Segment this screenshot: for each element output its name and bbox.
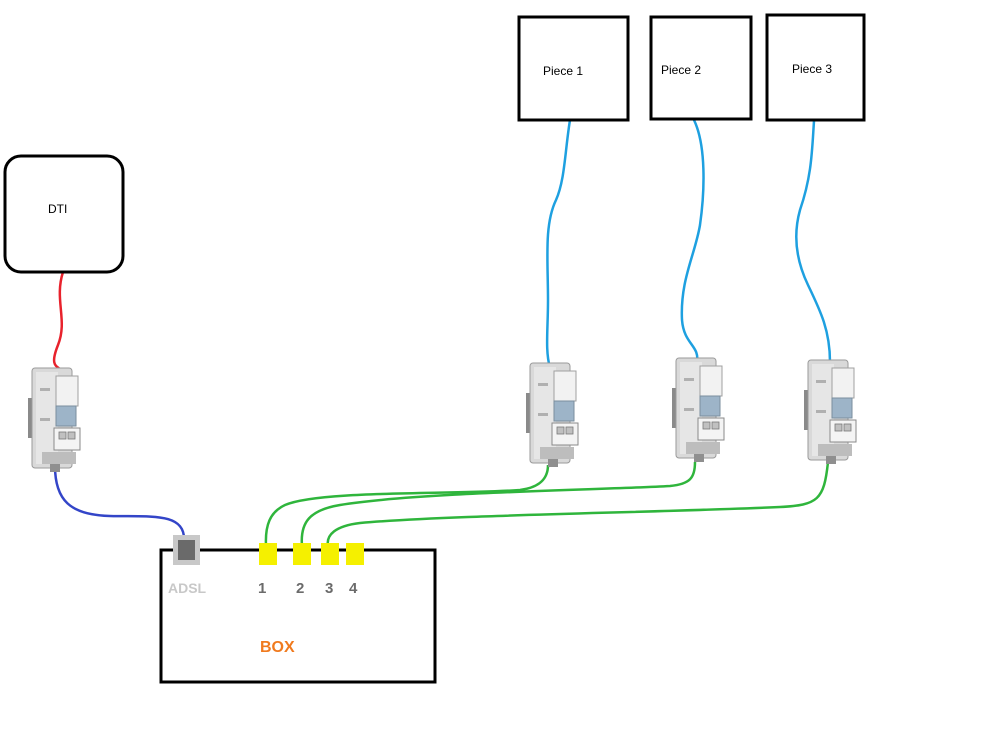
lan-port-1	[259, 543, 277, 565]
port-number-3: 3	[325, 580, 334, 597]
box-label: BOX	[260, 639, 295, 656]
rj45-outlet-icon	[27, 367, 81, 473]
lan-port-4	[346, 543, 364, 565]
piece1-label: Piece 1	[543, 64, 584, 78]
dti-label: DTI	[48, 202, 68, 216]
rj45-outlet-icon	[525, 362, 579, 468]
rj45-outlet-icon	[803, 359, 857, 465]
piece3-label: Piece 3	[792, 62, 833, 76]
room3-cable	[795, 120, 832, 363]
port-number-1: 1	[258, 580, 267, 597]
dti-cable	[52, 271, 65, 373]
ethernet-cable-3	[326, 461, 830, 547]
box-device	[159, 548, 437, 684]
piece1-box	[517, 15, 630, 122]
dti-box	[3, 154, 125, 274]
adsl-cable	[53, 465, 186, 541]
port-number-2: 2	[296, 580, 305, 597]
piece2-box	[649, 15, 753, 121]
adsl-port-socket	[178, 540, 195, 560]
piece2-label: Piece 2	[661, 63, 702, 77]
lan-port-2	[293, 543, 311, 565]
lan-port-3	[321, 543, 339, 565]
port-number-4: 4	[349, 580, 358, 597]
piece3-box	[765, 13, 866, 122]
room1-cable	[545, 119, 572, 369]
ethernet-cable-2	[300, 461, 697, 547]
rj45-outlet-icon	[671, 357, 725, 463]
adsl-label: ADSL	[168, 580, 207, 596]
room2-cable	[680, 119, 705, 364]
ethernet-cable-1	[264, 464, 550, 547]
